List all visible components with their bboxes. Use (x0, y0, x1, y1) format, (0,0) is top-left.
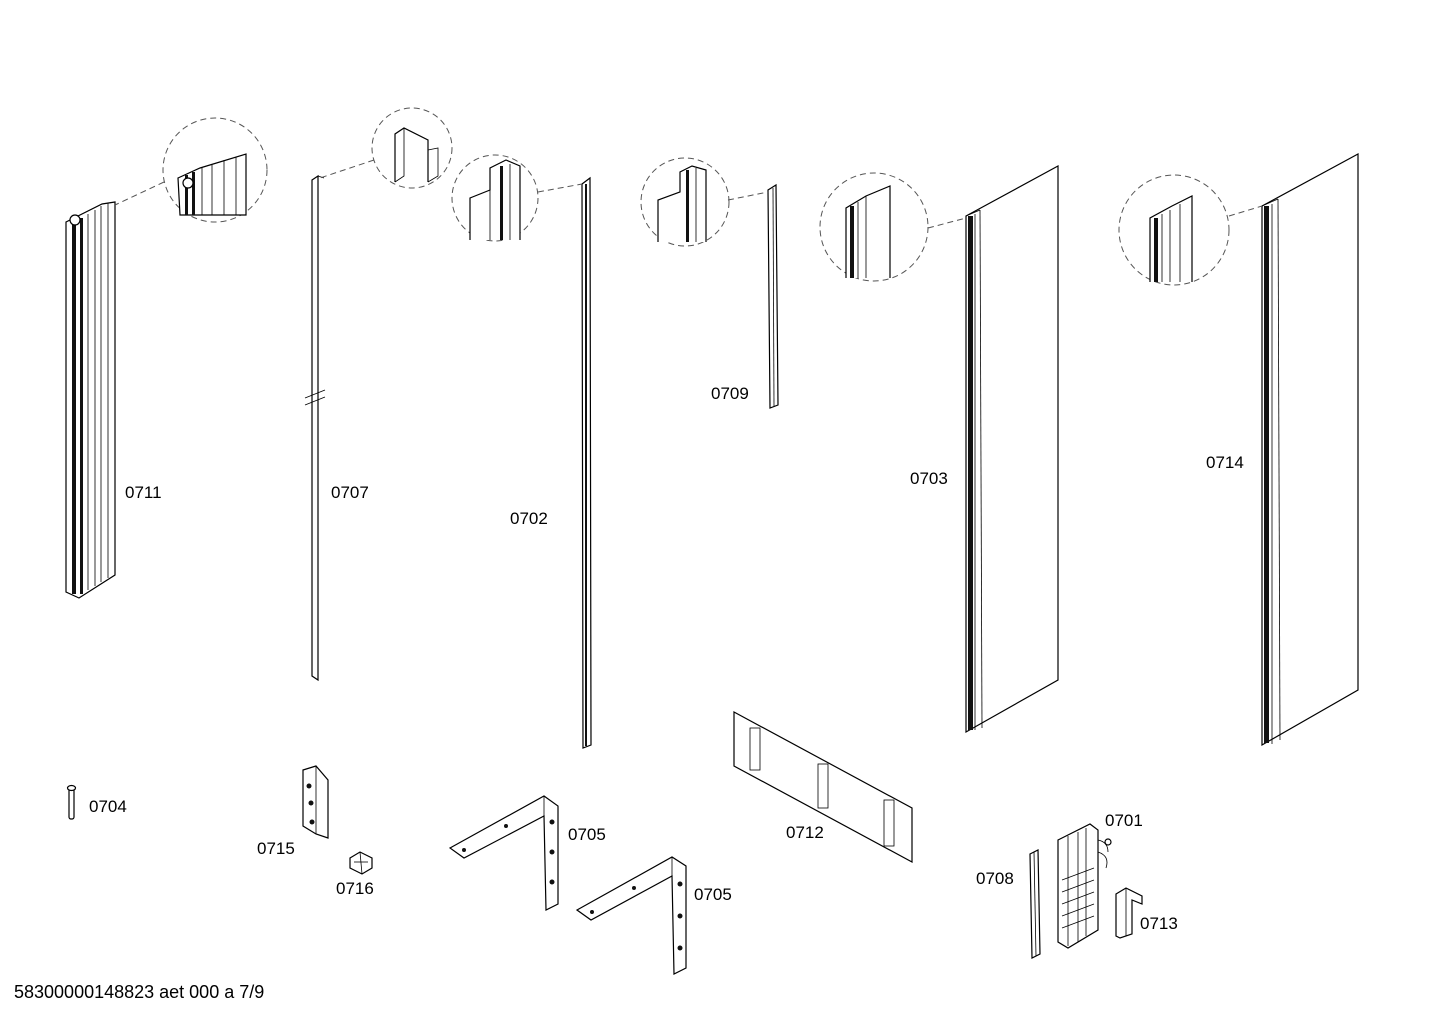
label-0716: 0716 (336, 879, 374, 898)
detail-callout-0703 (819, 172, 967, 282)
drawing-number: 58300000148823 aet 000 a 7/9 (14, 982, 264, 1002)
part-0716-block (349, 851, 373, 875)
part-0709-strip (767, 183, 779, 409)
label-0701: 0701 (1105, 811, 1143, 830)
part-0712-cover-plate (733, 710, 913, 864)
label-0702: 0702 (510, 509, 548, 528)
detail-callout-0702 (451, 154, 583, 242)
label-0715: 0715 (257, 839, 295, 858)
label-0714: 0714 (1206, 453, 1244, 472)
part-0708-strip (1029, 849, 1041, 959)
label-0711: 0711 (125, 483, 162, 502)
label-0713: 0713 (1140, 914, 1178, 933)
part-0711-profile-rail (65, 201, 116, 599)
part-0705-l-bracket-lower (575, 856, 687, 975)
label-0705-lower: 0705 (694, 885, 732, 904)
label-0712: 0712 (786, 823, 824, 842)
part-0715-bracket (302, 765, 329, 839)
part-0702-strip (581, 176, 592, 749)
part-0707-strip (304, 174, 326, 682)
label-0707: 0707 (331, 483, 369, 502)
detail-callout-0711 (114, 117, 268, 223)
detail-callout-0714 (1118, 174, 1263, 286)
part-0705-l-bracket-upper (448, 795, 559, 911)
label-0709: 0709 (711, 384, 749, 403)
label-0703: 0703 (910, 469, 948, 488)
part-0713-l-piece (1115, 887, 1143, 939)
detail-callout-0709 (640, 157, 769, 247)
part-0704-pin (66, 784, 77, 820)
part-0714-panel (1261, 152, 1359, 747)
label-0704: 0704 (89, 797, 127, 816)
label-0705-upper: 0705 (568, 825, 606, 844)
label-0708: 0708 (976, 869, 1014, 888)
part-0703-panel (965, 164, 1059, 734)
part-0701-hinge-assembly (1057, 823, 1112, 949)
detail-callout-0707 (319, 107, 453, 189)
